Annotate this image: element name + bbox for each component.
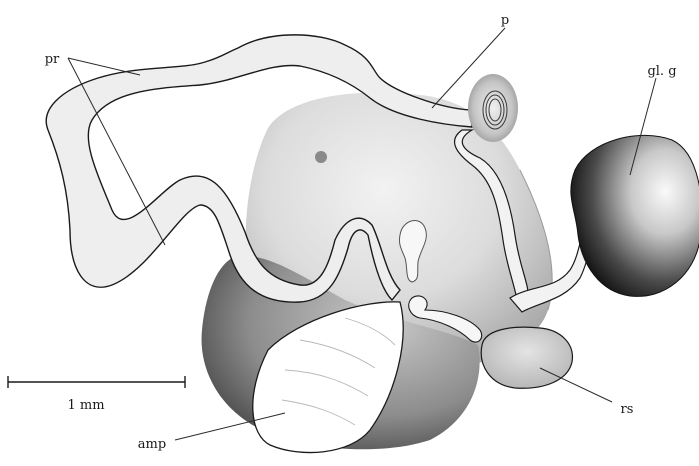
label-amp: amp	[138, 437, 166, 452]
penis-tip	[468, 74, 518, 142]
label-p: p	[501, 13, 509, 28]
label-gl-g: gl. g	[647, 64, 676, 79]
label-rs: rs	[621, 402, 634, 417]
scale-bar	[8, 376, 185, 388]
label-pr: pr	[45, 52, 60, 67]
scale-bar-label: 1 mm	[67, 398, 104, 413]
receptaculum-seminis	[481, 327, 572, 388]
gland	[571, 135, 699, 296]
central-organ-spot	[315, 151, 327, 163]
